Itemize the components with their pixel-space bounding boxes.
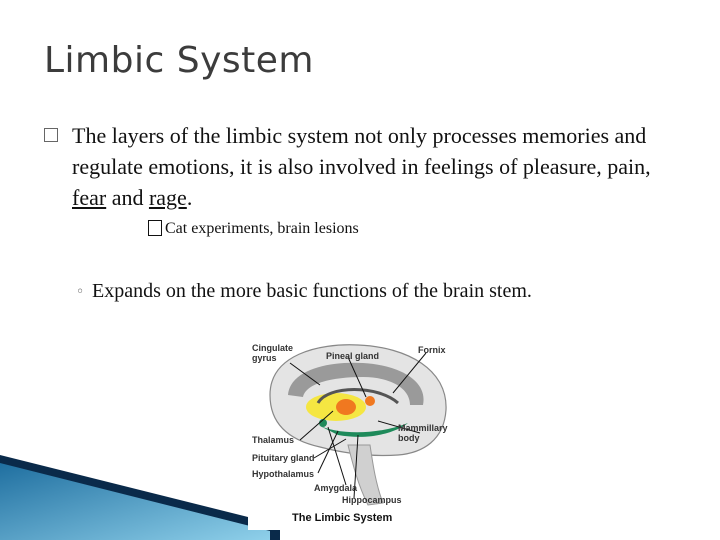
bullet-main-part3: . [186, 185, 193, 210]
brain-diagram-icon [269, 344, 447, 506]
circle-bullet-icon: ◦ [76, 284, 85, 300]
bullet-main-part1: The layers of the limbic system not only… [72, 123, 651, 179]
sub-bullet-text: Cat experiments, brain lesions [165, 220, 359, 237]
bullet-main-text: The layers of the limbic system not only… [72, 120, 672, 213]
orange-structure [336, 399, 356, 415]
pineal-shape [365, 396, 375, 406]
bullet-box-icon [44, 128, 58, 142]
fear-link[interactable]: fear [72, 185, 107, 210]
cingulate-band [288, 362, 424, 405]
label-mammillary: Mammillary body [398, 423, 448, 443]
limbic-system-figure: Cingulate gyrus Pineal gland Fornix Mamm… [248, 335, 460, 530]
hippocampus-shape [318, 423, 408, 437]
label-hypothalamus: Hypothalamus [252, 469, 315, 479]
fornix-shape [316, 388, 400, 405]
figure-title: The Limbic System [292, 512, 393, 524]
corner-decoration-icon [0, 455, 280, 540]
rage-link[interactable]: rage [148, 185, 187, 210]
bullet-main-part2: and [106, 185, 149, 210]
label-fornix: Fornix [418, 345, 446, 355]
label-pineal: Pineal gland [326, 351, 380, 361]
label-cingulate: Cingulate gyrus [252, 343, 294, 363]
slide-title: Limbic System [44, 40, 314, 81]
label-pituitary: Pituitary gland [252, 453, 315, 463]
bullet-second-text: Expands on the more basic functions of t… [92, 280, 532, 302]
pointer-lines [289, 352, 427, 499]
label-hippocampus: Hippocampus [342, 495, 402, 505]
sub-bullet-box-icon [148, 220, 162, 236]
label-amygdala: Amygdala [314, 483, 358, 493]
label-thalamus: Thalamus [252, 435, 295, 445]
